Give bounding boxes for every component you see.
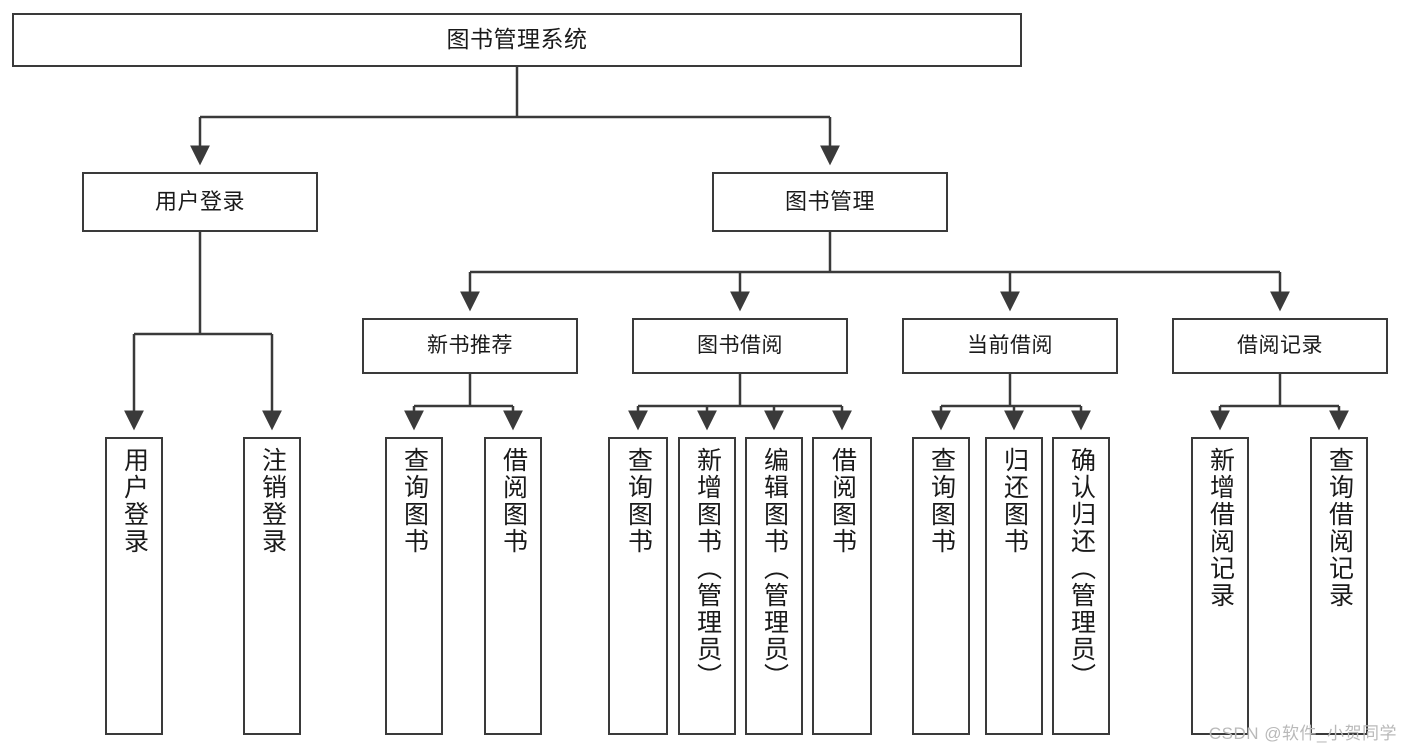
node-label: 归还图书 — [1000, 447, 1029, 555]
node-label: 借阅图书 — [828, 447, 857, 555]
node-label: 用户登录 — [154, 189, 245, 215]
node-label: 用户登录 — [120, 447, 149, 555]
node-label: 图书管理系统 — [446, 26, 588, 53]
watermark: CSDN @软件_小贺同学 — [1208, 724, 1397, 743]
node-label: 借阅图书 — [499, 447, 528, 555]
node-box-查询图书[interactable]: 查询图书 — [385, 437, 443, 735]
node-box-图书管理系统[interactable]: 图书管理系统 — [12, 13, 1022, 67]
node-label: 新书推荐 — [427, 333, 513, 357]
node-box-借阅记录[interactable]: 借阅记录 — [1172, 318, 1388, 374]
node-box-用户登录[interactable]: 用户登录 — [105, 437, 163, 735]
node-label: 查询图书 — [400, 447, 429, 555]
node-box-当前借阅[interactable]: 当前借阅 — [902, 318, 1118, 374]
node-label: 查询借阅记录 — [1325, 447, 1354, 609]
node-label: 当前借阅 — [967, 333, 1053, 357]
node-box-注销登录[interactable]: 注销登录 — [243, 437, 301, 735]
node-label: 查询图书 — [624, 447, 653, 555]
node-box-新书推荐[interactable]: 新书推荐 — [362, 318, 578, 374]
node-box-编辑图书管理员[interactable]: 编辑图书（管理员） — [745, 437, 803, 735]
node-box-借阅图书[interactable]: 借阅图书 — [812, 437, 872, 735]
node-label: 图书借阅 — [697, 333, 783, 357]
node-box-图书借阅[interactable]: 图书借阅 — [632, 318, 848, 374]
node-label: 新增图书（管理员） — [693, 447, 722, 690]
node-box-新增图书管理员[interactable]: 新增图书（管理员） — [678, 437, 736, 735]
node-label: 查询图书 — [927, 447, 956, 555]
node-box-查询借阅记录[interactable]: 查询借阅记录 — [1310, 437, 1368, 735]
node-label: 注销登录 — [258, 447, 287, 555]
node-box-归还图书[interactable]: 归还图书 — [985, 437, 1043, 735]
node-label: 图书管理 — [784, 189, 875, 215]
node-box-借阅图书[interactable]: 借阅图书 — [484, 437, 542, 735]
node-box-查询图书[interactable]: 查询图书 — [608, 437, 668, 735]
node-label: 借阅记录 — [1237, 333, 1323, 357]
node-label: 编辑图书（管理员） — [760, 447, 789, 690]
node-box-查询图书[interactable]: 查询图书 — [912, 437, 970, 735]
node-box-用户登录[interactable]: 用户登录 — [82, 172, 318, 232]
node-label: 确认归还（管理员） — [1067, 447, 1096, 690]
node-box-确认归还管理员[interactable]: 确认归还（管理员） — [1052, 437, 1110, 735]
node-box-新增借阅记录[interactable]: 新增借阅记录 — [1191, 437, 1249, 735]
node-box-图书管理[interactable]: 图书管理 — [712, 172, 948, 232]
node-label: 新增借阅记录 — [1206, 447, 1235, 609]
